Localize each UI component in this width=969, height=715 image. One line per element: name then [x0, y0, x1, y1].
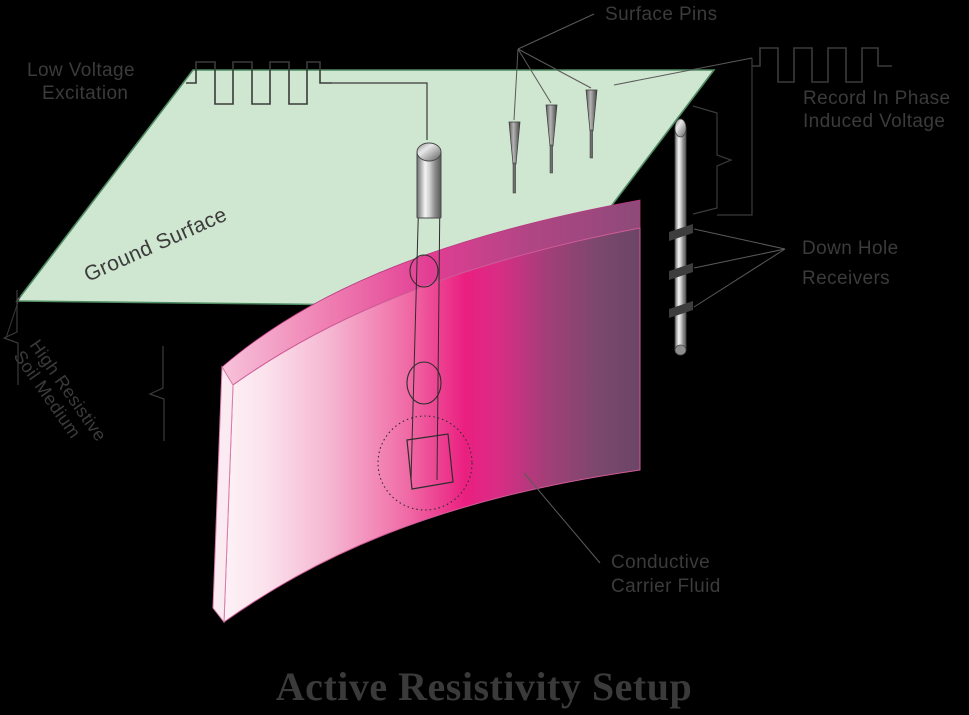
down-hole-leader-3 — [693, 248, 786, 308]
down-hole-receiver-2 — [669, 263, 693, 280]
conductive-fluid-line1: Conductive — [611, 552, 710, 573]
down-hole-leader-1 — [693, 228, 786, 250]
low-voltage-excitation-line2: Excitation — [42, 83, 128, 104]
recorded-square-wave — [752, 47, 892, 83]
low-voltage-excitation-line1: Low Voltage — [27, 60, 135, 81]
conductive-fluid-line2: Carrier Fluid — [611, 576, 721, 597]
figure-title: Active Resistivity Setup — [276, 664, 692, 709]
surface-pin-3-stem — [589, 129, 593, 159]
surface-pin-2-cone — [545, 104, 558, 147]
down-hole-receiver-1 — [669, 224, 693, 241]
down-hole-rod-tip — [674, 344, 687, 356]
surface-pin-2 — [545, 104, 558, 174]
surface-pin-leader-stem — [517, 13, 595, 50]
injection-valve-lower — [406, 361, 442, 405]
soil-bracket-left — [2, 290, 19, 385]
down-hole-line2: Receivers — [802, 268, 890, 289]
record-in-phase-line1: Record In Phase — [803, 88, 951, 109]
down-hole-line1: Down Hole — [802, 238, 899, 259]
plume-left-edge — [212, 365, 234, 624]
rod-depth-bracket — [692, 105, 733, 215]
excitation-lead-line — [332, 82, 428, 140]
borehole-right-wall — [436, 189, 441, 481]
injection-screen — [406, 433, 454, 490]
injection-well — [377, 142, 473, 511]
down-hole-rod — [669, 118, 786, 356]
surface-pin-1-stem — [512, 162, 516, 194]
wellhead-cylinder — [416, 151, 442, 219]
surface-pin-3 — [585, 89, 598, 159]
rod-depth-bracket-path — [692, 105, 733, 215]
recorded-lead-down — [717, 58, 753, 216]
down-hole-receiver-3 — [669, 301, 693, 318]
recorded-waveform-group — [613, 47, 892, 216]
surface-pins-label: Surface Pins — [605, 4, 718, 25]
conductive-fluid-leader-group — [523, 472, 601, 564]
soil-bracket-right — [148, 346, 165, 441]
surface-pin-leader-3 — [517, 48, 592, 89]
surface-pin-leader-2 — [517, 48, 552, 104]
excitation-square-wave — [186, 61, 332, 105]
record-in-phase-line2: Induced Voltage — [803, 111, 945, 132]
surface-pin-2-stem — [549, 144, 553, 174]
recorded-lead-from-plane — [613, 57, 753, 86]
soil-bracket-left-tie — [5, 295, 21, 339]
down-hole-rod-cap — [674, 118, 687, 138]
wellhead-cap — [416, 142, 442, 162]
injection-radius-circle — [377, 415, 473, 511]
conductive-carrier-fluid-plume — [212, 199, 641, 624]
surface-pins-group — [508, 13, 598, 194]
surface-pin-1-cone — [508, 121, 521, 165]
surface-pin-leader-1 — [513, 48, 519, 121]
plume-front-face — [223, 227, 641, 623]
soil-medium-bracket — [2, 290, 165, 441]
injection-valve-upper — [409, 254, 439, 288]
surface-pin-1 — [508, 121, 521, 194]
down-hole-rod-body — [674, 127, 687, 351]
borehole-left-wall — [410, 189, 420, 481]
surface-pin-3-cone — [585, 89, 598, 132]
conductive-fluid-leader — [523, 472, 601, 564]
down-hole-leader-2 — [693, 248, 786, 269]
excitation-waveform-group — [186, 61, 428, 140]
